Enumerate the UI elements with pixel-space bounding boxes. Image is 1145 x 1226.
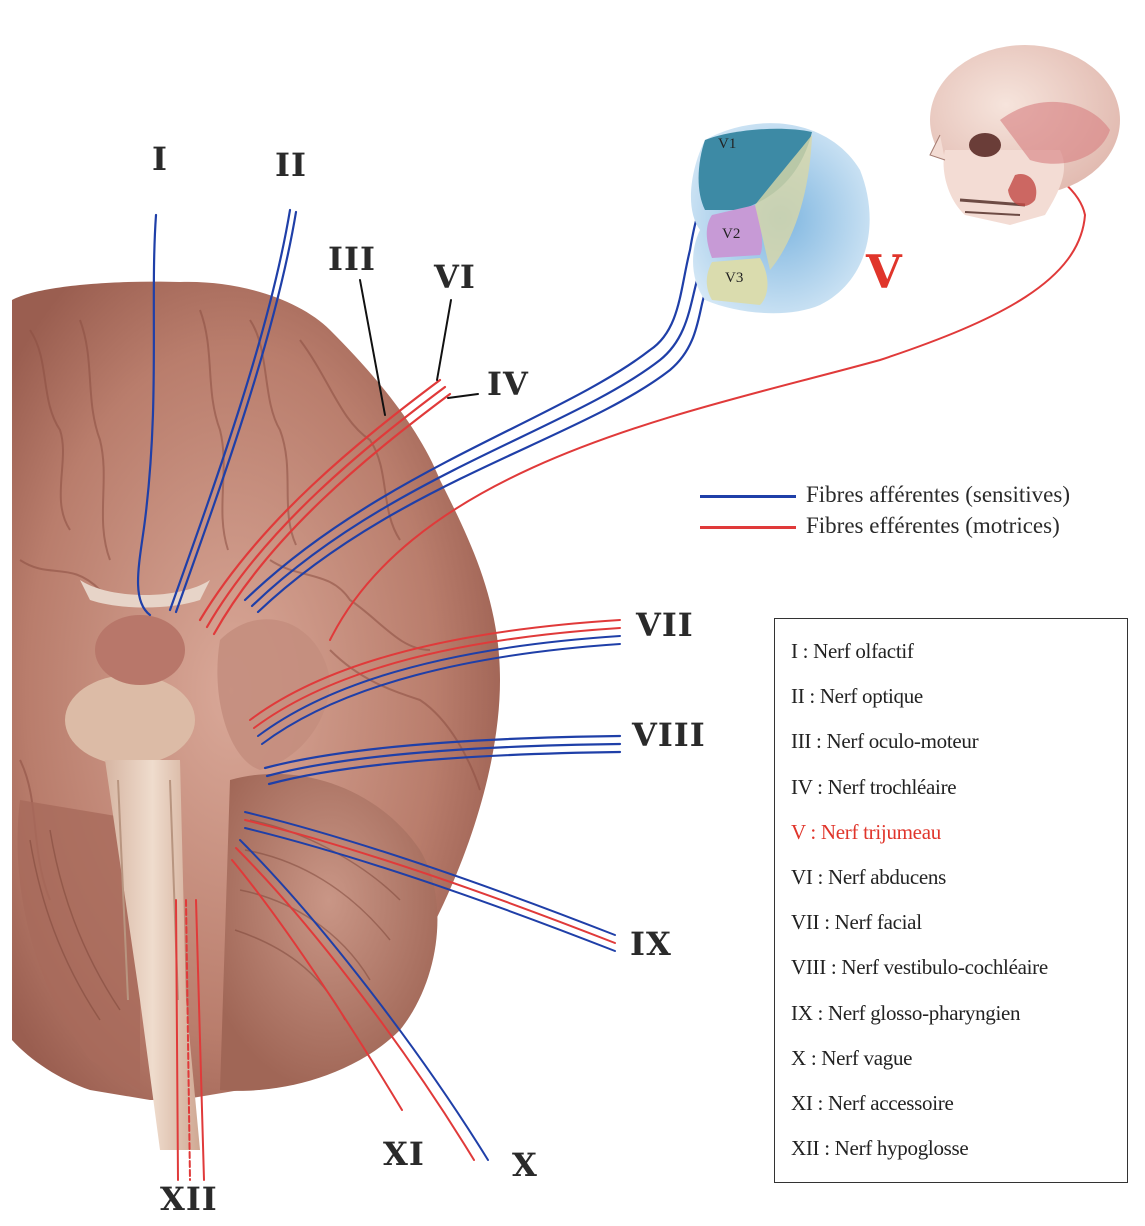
nerve-list-item: V : Nerf trijumeau <box>791 810 1127 855</box>
legend-efferent-label: Fibres efférentes (motrices) <box>806 513 1060 539</box>
nerve-list-item: VII : Nerf facial <box>791 900 1127 945</box>
label-nerve-ix: IX <box>630 925 672 963</box>
pituitary-region <box>95 615 185 685</box>
nerve-list-item: III : Nerf oculo-moteur <box>791 719 1127 764</box>
nerve-list-item: IV : Nerf trochléaire <box>791 765 1127 810</box>
nerve-list-item: XII : Nerf hypoglosse <box>791 1126 1127 1171</box>
label-nerve-xi: XI <box>383 1135 425 1173</box>
nerve-list-item: IX : Nerf glosso-pharyngien <box>791 991 1127 1036</box>
face-label-v1: V1 <box>718 136 736 153</box>
label-nerve-vii: VII <box>636 606 694 644</box>
face-label-v3: V3 <box>725 270 743 287</box>
label-nerve-ii: II <box>275 146 307 184</box>
label-nerve-viii: VIII <box>632 716 706 754</box>
nerve-list-item: X : Nerf vague <box>791 1036 1127 1081</box>
label-nerve-iv: IV <box>487 365 529 403</box>
nerve-list-item: VIII : Nerf vestibulo-cochléaire <box>791 945 1127 990</box>
legend-efferent: Fibres efférentes (motrices) <box>700 513 1140 543</box>
nerve-list-item: II : Nerf optique <box>791 674 1127 719</box>
label-nerve-i: I <box>152 140 168 178</box>
legend-efferent-swatch <box>700 526 796 529</box>
label-nerve-x: X <box>512 1146 538 1184</box>
legend-afferent-swatch <box>700 495 796 498</box>
label-nerve-iii: III <box>328 240 376 278</box>
legend-afferent: Fibres afférentes (sensitives) <box>700 482 1140 512</box>
label-nerve-xii: XII <box>160 1180 218 1218</box>
face-label-v2: V2 <box>722 226 740 243</box>
label-nerve-vi: VI <box>434 258 476 296</box>
nerve-list-item: XI : Nerf accessoire <box>791 1081 1127 1126</box>
legend-afferent-label: Fibres afférentes (sensitives) <box>806 482 1070 508</box>
nerve-list-item: I : Nerf olfactif <box>791 629 1127 674</box>
skull-illustration <box>930 45 1120 225</box>
pons <box>65 675 195 765</box>
label-trigeminal-v: V <box>866 245 902 299</box>
nerve-list-item: VI : Nerf abducens <box>791 855 1127 900</box>
